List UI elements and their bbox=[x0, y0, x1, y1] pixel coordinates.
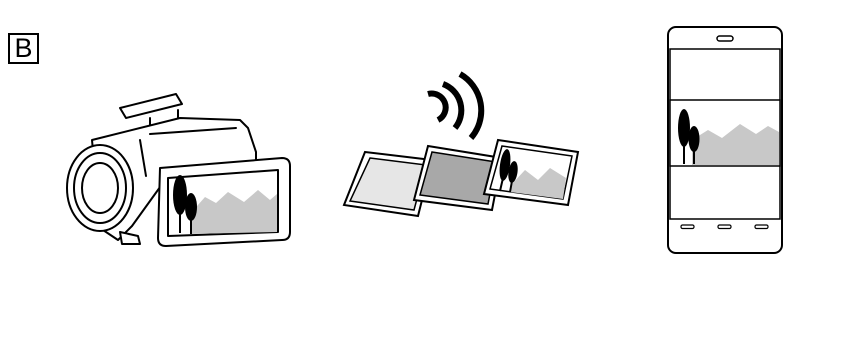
camcorder-body-line-2 bbox=[139, 139, 147, 177]
mountain-shape bbox=[190, 190, 277, 234]
photo-middle-inner bbox=[419, 151, 497, 205]
tree-trunks bbox=[179, 210, 192, 234]
tree-trunks bbox=[499, 177, 513, 193]
mountain-shape bbox=[510, 168, 566, 199]
phone-photo-image bbox=[678, 109, 779, 165]
tree-trunks bbox=[683, 143, 695, 164]
tree-shape bbox=[173, 175, 187, 215]
tree-shape bbox=[688, 126, 700, 152]
tree-shape bbox=[678, 109, 690, 147]
phone-button-back bbox=[680, 224, 695, 230]
phone-speaker bbox=[716, 35, 734, 42]
wifi-waves-icon bbox=[427, 71, 485, 140]
photo-back-inner bbox=[348, 157, 427, 211]
camcorder-lens-glass bbox=[81, 162, 119, 214]
camcorder-foot bbox=[119, 231, 141, 245]
camcorder-shoe bbox=[119, 93, 183, 119]
tree-shape bbox=[508, 161, 518, 183]
phone-button-menu bbox=[754, 224, 769, 230]
photo-front-image bbox=[499, 149, 566, 199]
phone-button-home bbox=[717, 224, 732, 230]
camcorder-body-line bbox=[149, 127, 237, 135]
camcorder-screen-image bbox=[173, 175, 277, 234]
wifi-wave-small bbox=[427, 90, 449, 123]
figure-label: B bbox=[8, 33, 39, 64]
mountain-shape bbox=[692, 124, 779, 165]
tree-shape bbox=[499, 149, 511, 181]
photo-stack-icon bbox=[342, 138, 580, 218]
wifi-wave-large bbox=[458, 71, 485, 140]
wifi-wave-medium bbox=[441, 81, 465, 130]
tree-shape bbox=[185, 193, 197, 221]
